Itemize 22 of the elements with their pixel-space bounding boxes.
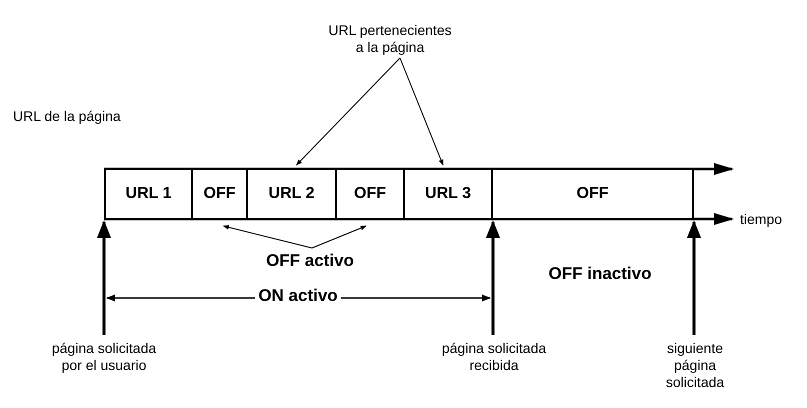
arrow bbox=[486, 220, 500, 335]
leader-line bbox=[400, 58, 444, 166]
timeline-segment: OFF bbox=[335, 168, 405, 220]
timeline-segment: URL 1 bbox=[104, 168, 193, 220]
arrow bbox=[686, 220, 702, 335]
annotation-text: página solicitada recibida bbox=[430, 340, 558, 374]
leader-line bbox=[312, 226, 367, 248]
annotation-text: URL pertenecientes a la página bbox=[325, 22, 455, 56]
timeline-segment: URL 2 bbox=[246, 168, 337, 220]
arrow bbox=[96, 220, 112, 335]
axis-label: tiempo bbox=[740, 211, 784, 228]
timeline-segment: OFF bbox=[191, 168, 248, 220]
timeline-segment: URL 3 bbox=[403, 168, 493, 220]
timeline-segment: OFF bbox=[491, 168, 694, 220]
leader-line bbox=[222, 224, 312, 248]
annotation-text: página solicitada por el usuario bbox=[40, 340, 168, 374]
annotation-text: OFF activo bbox=[255, 252, 365, 269]
duration-label: ON activo bbox=[255, 287, 341, 304]
axis-label: URL de la página bbox=[13, 108, 122, 125]
leader-line bbox=[296, 58, 400, 166]
duration-label: OFF inactivo bbox=[548, 265, 652, 282]
annotation-text: siguiente página solicitada bbox=[655, 340, 735, 391]
